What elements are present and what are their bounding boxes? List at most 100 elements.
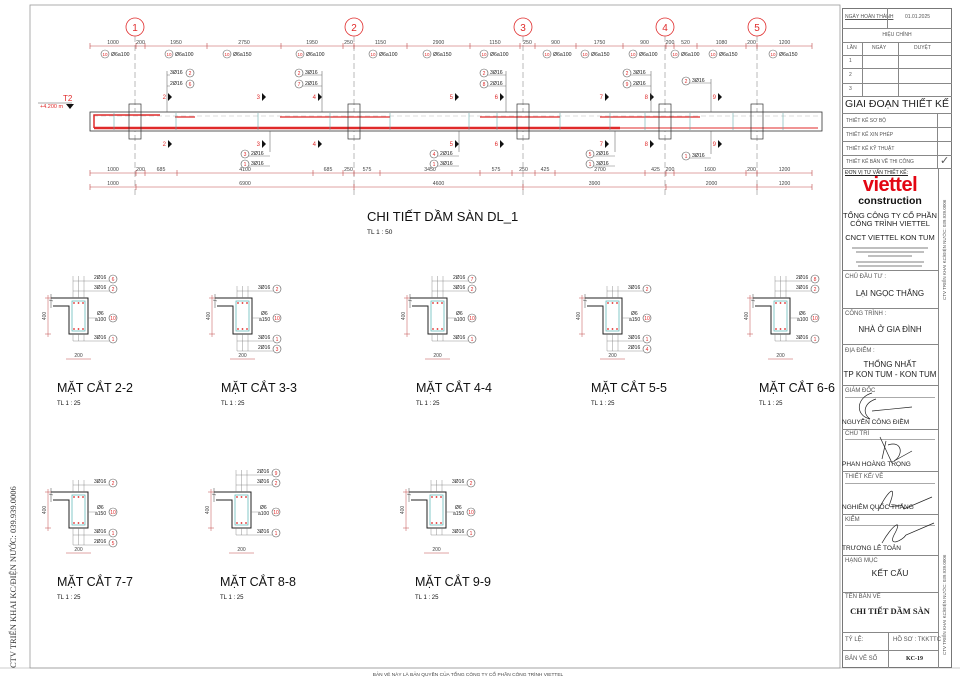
- callout-bar: 2Ø16: [440, 151, 453, 157]
- level-name: T2: [63, 94, 73, 103]
- callout-bar: 2Ø16: [251, 151, 264, 157]
- bottom-bar-dot: [240, 522, 243, 524]
- dimension-label: 1750: [594, 40, 606, 46]
- dimension-label: 1950: [306, 40, 318, 46]
- column: [516, 103, 530, 140]
- stirrup-diameter: Ø6: [631, 311, 638, 317]
- rebar-number-circle: [810, 284, 820, 294]
- top-bar-dot: [779, 302, 782, 304]
- rebar-number: 2: [646, 287, 649, 293]
- owner-name: LẠI NGỌC THẮNG: [855, 289, 925, 298]
- rebar-number: 4: [433, 152, 436, 158]
- rebar-number-circle: [467, 334, 477, 344]
- dimension-label: 2700: [594, 167, 606, 173]
- rebar-number: 10: [644, 316, 650, 322]
- revision-2: 2: [849, 72, 852, 78]
- rebar-number-circle: [294, 68, 304, 78]
- rebar-number: 1: [244, 162, 247, 168]
- signature-lead-icon: [879, 436, 913, 464]
- dimension-label: 1150: [489, 40, 500, 46]
- bottom-bar-dot: [237, 328, 239, 330]
- section-callout-bar: 3Ø16: [94, 335, 106, 341]
- top-bar-dot: [775, 302, 777, 304]
- height-dimension-label: 400: [206, 312, 212, 321]
- dimension-label: 1950: [170, 40, 182, 46]
- dimension-label: 520: [681, 40, 690, 46]
- rebar-number-circle: [467, 284, 477, 294]
- top-bar-dot: [240, 496, 243, 498]
- grid-label: 4: [662, 23, 668, 34]
- dimension-label: 1080: [716, 40, 728, 46]
- width-dimension-label: 200: [74, 547, 83, 553]
- rebar-number-circle: [642, 313, 652, 323]
- rebar-number: 1: [433, 162, 436, 168]
- stirrup-spec: Ø6a100: [175, 52, 194, 58]
- dimension-label: 900: [640, 40, 649, 46]
- rebar-number-circle: [108, 478, 118, 488]
- rebar-number-circle: [681, 151, 691, 161]
- rebar-number-circle: [108, 538, 118, 548]
- section-title: MẶT CẮT 9-9: [415, 574, 491, 589]
- section-mark-label: 4: [313, 95, 317, 101]
- rebar-number-circle: [479, 68, 489, 78]
- section-mark-arrow-icon: [500, 93, 504, 101]
- bottom-bar-dot: [784, 328, 786, 330]
- stirrup-number: 10: [710, 52, 716, 57]
- dimension-label: 4100: [239, 167, 251, 173]
- stirrup-spec: Ø6a100: [490, 52, 509, 58]
- rebar-number: 10: [274, 316, 280, 322]
- stirrup-number: 10: [481, 52, 487, 57]
- stirrup-number-circle: [100, 49, 110, 59]
- stirrup-spacing: a100: [454, 317, 465, 323]
- rebar-number: 2: [298, 71, 301, 77]
- side-strip-divider: [938, 168, 939, 668]
- top-bar-dot: [237, 302, 239, 304]
- rebar-number-circle: [467, 313, 477, 323]
- dimension-label: 575: [363, 167, 372, 173]
- section-mark-label: 6: [495, 142, 499, 148]
- section-scale: TL 1 : 25: [57, 401, 81, 407]
- section-title: MẶT CẮT 2-2: [57, 380, 133, 395]
- stirrup-spec: Ø6a150: [591, 52, 610, 58]
- section-callout-bar: 3Ø16: [452, 479, 464, 485]
- stage-preliminary: THIẾT KẾ SƠ BỘ: [846, 118, 887, 124]
- rebar-number-circle: [642, 334, 652, 344]
- project-label: CÔNG TRÌNH :: [845, 311, 887, 317]
- company-line-1: TỔNG CÔNG TY CỔ PHẦN: [843, 211, 937, 220]
- dimension-label: 200: [747, 40, 756, 46]
- rebar-number: 1: [275, 531, 278, 537]
- bottom-bar-dot: [611, 328, 614, 330]
- rebar-number-circle: [108, 528, 118, 538]
- rebar-number: 2: [189, 71, 192, 77]
- section-callout-bar: 3Ø16: [796, 335, 808, 341]
- rebar-number: 10: [469, 316, 475, 322]
- callout-bar: 3Ø16: [692, 78, 705, 84]
- break-line-icon: [48, 488, 54, 502]
- file-label: HỒ SƠ : TKKTTC: [893, 637, 942, 643]
- section-mark-arrow-icon: [718, 93, 722, 101]
- top-bar-dot: [246, 302, 248, 304]
- top-bar-dot: [435, 496, 438, 498]
- section-callout-bar: 3Ø16: [453, 335, 465, 341]
- section-title: MẶT CẮT 3-3: [221, 380, 297, 395]
- owner-label: CHỦ ĐẦU TƯ :: [845, 274, 887, 280]
- callout-bar: 2Ø16: [170, 81, 183, 87]
- rebar-number-circle: [271, 468, 281, 478]
- stirrup-spec: Ø6a100: [681, 52, 700, 58]
- rebar-number-circle: [810, 274, 820, 284]
- rebar-number-circle: [272, 284, 282, 294]
- section-mark-arrow-icon: [262, 93, 266, 101]
- bottom-bar-dot: [616, 328, 618, 330]
- section-mark-arrow-icon: [500, 140, 504, 148]
- stirrup-number-circle: [164, 49, 174, 59]
- bottom-bar-dot: [440, 522, 442, 524]
- column: [658, 103, 672, 140]
- top-bar-dot: [82, 496, 84, 498]
- dimension-label: 425: [541, 167, 550, 173]
- rebar-number-circle: [271, 528, 281, 538]
- stirrup-diameter: Ø6: [97, 505, 104, 511]
- top-bar-dot: [77, 496, 80, 498]
